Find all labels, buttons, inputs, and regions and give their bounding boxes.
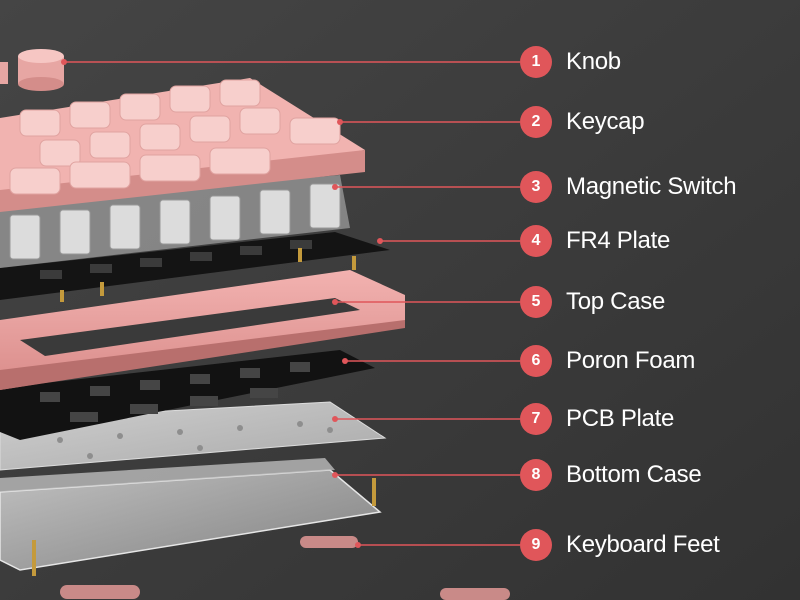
leader-lines <box>61 59 520 548</box>
fr4-plate <box>0 232 390 302</box>
keyboard-feet <box>60 536 510 600</box>
leader-dot <box>332 472 338 478</box>
leader-dot <box>332 184 338 190</box>
poron-foam <box>0 350 375 440</box>
top-case <box>0 270 405 390</box>
bottom-case <box>0 458 382 576</box>
leader-dot <box>332 299 338 305</box>
knob <box>0 49 64 91</box>
keycaps <box>0 78 365 212</box>
leader-dot <box>342 358 348 364</box>
leader-dot <box>61 59 67 65</box>
leader-dot <box>337 119 343 125</box>
leader-dot <box>332 416 338 422</box>
leader-dot <box>355 542 361 548</box>
leader-dot <box>377 238 383 244</box>
